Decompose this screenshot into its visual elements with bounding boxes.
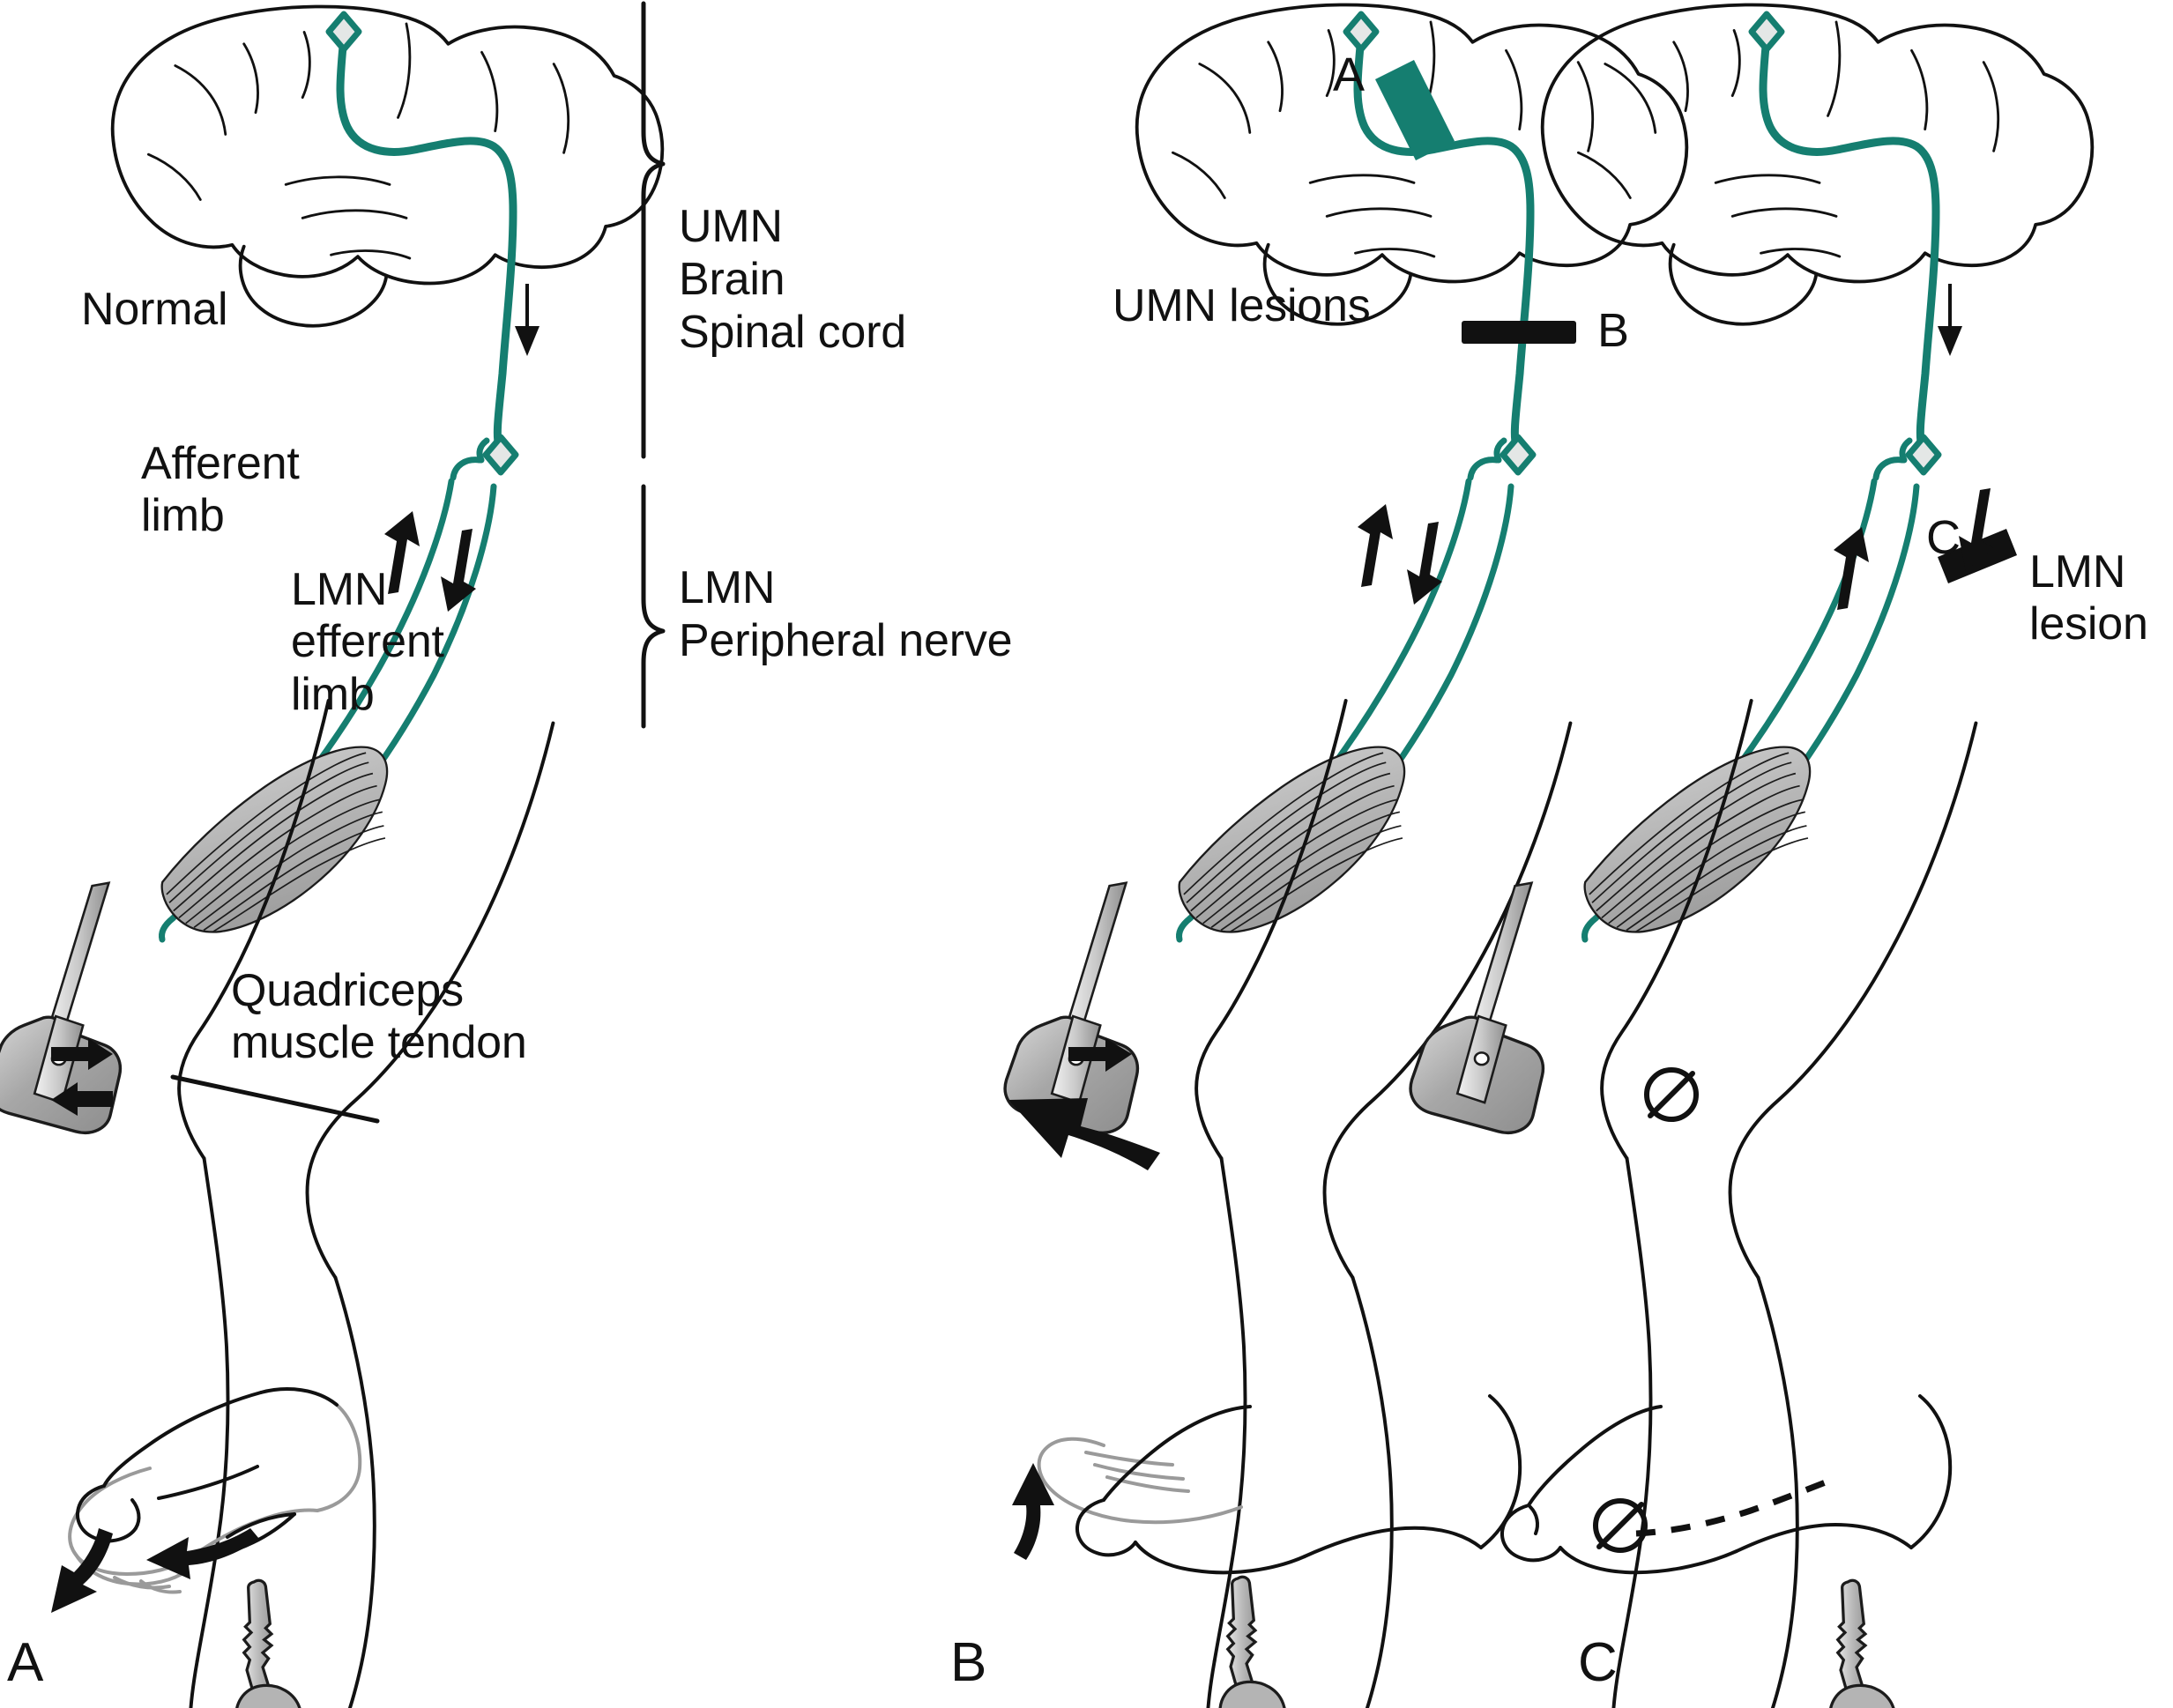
efferent-arrow-b <box>1407 522 1442 605</box>
panel-b-condition-label: UMN lesions <box>1113 280 1371 331</box>
afferent-arrow-a <box>384 511 420 594</box>
key-icon-a <box>234 1578 303 1708</box>
brain-illustration-c <box>1540 3 2095 326</box>
foot-illustration-a <box>51 1387 362 1613</box>
panel-c-group <box>1409 3 2095 1708</box>
spinal-synapse-a <box>450 437 516 481</box>
lesion-letter-b: B <box>1597 304 1629 357</box>
descending-arrow-a <box>515 284 540 356</box>
umn-pathway-a <box>329 14 517 461</box>
panel-letter-b: B <box>950 1632 987 1693</box>
descending-arrow-c <box>1938 284 1962 356</box>
brace-umn <box>641 1 666 459</box>
quadriceps-muscle-c <box>1583 746 1812 933</box>
lmn-lesion-label: LMN lesion <box>2029 546 2148 650</box>
lmn-efferent-limb-label: LMN efferent limb <box>291 564 444 720</box>
brain-illustration-b <box>1135 3 1689 326</box>
afferent-arrow-b <box>1358 504 1393 587</box>
efferent-arrow-c <box>1959 488 1994 571</box>
brace-lmn-line2: Peripheral nerve <box>679 615 1013 666</box>
foot-illustration-c <box>1500 1394 1953 1575</box>
brace-lmn-line1: LMN <box>679 562 776 613</box>
brace-lmn <box>641 484 666 729</box>
reflex-hammer-b <box>1003 880 1140 1135</box>
panel-b-group <box>1003 3 1689 1708</box>
spinal-synapse-b <box>1467 437 1533 481</box>
efferent-arrow-a <box>441 529 476 612</box>
panel-letter-c: C <box>1578 1632 1618 1693</box>
lesion-letter-c: C <box>1926 511 1961 564</box>
lesion-marker-b <box>1462 321 1576 344</box>
brace-umn-line2: Brain <box>679 254 785 305</box>
umn-pathway-b <box>1346 14 1535 461</box>
reflex-hammer-c <box>1409 880 1545 1135</box>
lesion-marker-a <box>1375 60 1455 160</box>
tendon-tap-arrow-b <box>1068 1038 1132 1072</box>
quadriceps-leader-line <box>170 1074 380 1124</box>
brace-umn-line3: Spinal cord <box>679 307 906 358</box>
hyperreflexia-arrow-b <box>1008 1098 1160 1170</box>
quadriceps-muscle-a <box>160 746 389 933</box>
lesion-letter-a: A <box>1333 48 1365 101</box>
null-sign-knee-c <box>1647 1070 1696 1119</box>
tendon-tap-arrows-a <box>51 1038 113 1116</box>
umn-pathway-c <box>1752 14 1940 461</box>
key-icon-c <box>1828 1578 1897 1708</box>
key-icon-b <box>1218 1575 1287 1708</box>
quadriceps-muscle-b <box>1178 746 1406 933</box>
brace-umn-line1: UMN <box>679 201 783 252</box>
panel-a-group <box>0 1 666 1708</box>
afferent-limb-label: Afferent limb <box>141 438 300 542</box>
afferent-arrow-c <box>1834 527 1869 610</box>
brain-illustration-a <box>110 4 665 328</box>
spinal-synapse-c <box>1872 437 1939 481</box>
panel-letter-a: A <box>7 1632 44 1693</box>
quadriceps-tendon-label: Quadriceps muscle tendon <box>231 965 527 1069</box>
foot-illustration-b <box>1012 1394 1522 1575</box>
null-sign-foot-c <box>1596 1501 1645 1550</box>
panel-a-condition-label: Normal <box>81 284 228 335</box>
